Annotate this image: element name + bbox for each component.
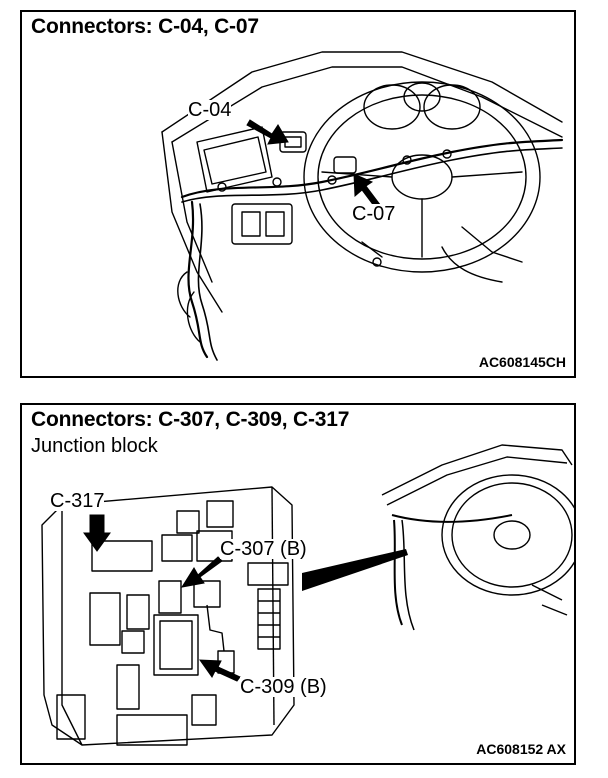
bottom-panel-subtitle: Junction block: [31, 435, 158, 457]
top-diagram-panel: Connectors: C-04, C-07: [20, 10, 576, 378]
callout-c317: C-317: [50, 490, 105, 512]
bottom-panel-title: Connectors: C-307, C-309, C-317: [31, 408, 350, 431]
callout-c307: C-307 (B): [220, 538, 307, 560]
junction-block-illustration: [41, 444, 574, 746]
top-panel-title: Connectors: C-04, C-07: [31, 15, 259, 38]
figure-code: AC608152 AX: [476, 741, 566, 757]
bottom-diagram-panel: Connectors: C-307, C-309, C-317 Junction…: [20, 403, 576, 765]
figure-code: AC608145CH: [478, 354, 566, 370]
callout-c309: C-309 (B): [240, 676, 327, 698]
callout-c04: C-04: [188, 99, 232, 121]
dashboard-illustration: [161, 51, 564, 361]
callout-c07: C-07: [352, 203, 396, 225]
